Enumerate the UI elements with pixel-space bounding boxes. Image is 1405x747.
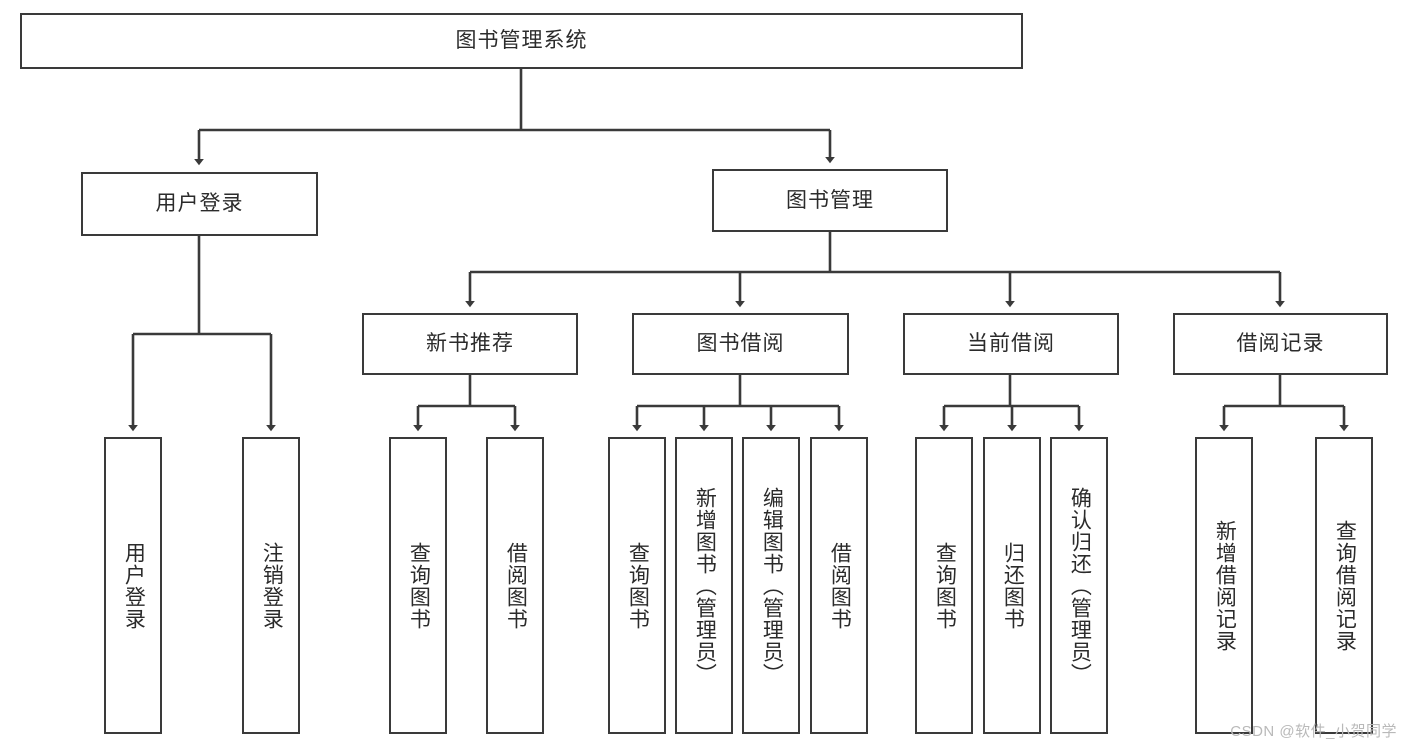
node-label: 查询图书 xyxy=(933,541,957,630)
leaf-user-login-login[interactable]: 用户登录 xyxy=(104,437,162,734)
node-label: 归还图书 xyxy=(1001,541,1025,630)
node-borrow-record[interactable]: 借阅记录 xyxy=(1173,313,1388,375)
leaf-book-borrow-add-book-admin[interactable]: 新增图书（管理员） xyxy=(675,437,733,734)
node-label: 借阅图书 xyxy=(504,541,528,630)
leaf-borrow-record-add-record[interactable]: 新增借阅记录 xyxy=(1195,437,1253,734)
leaf-book-borrow-borrow-book[interactable]: 借阅图书 xyxy=(810,437,868,734)
node-label: 新增图书（管理员） xyxy=(693,486,717,685)
node-label: 注销登录 xyxy=(260,541,284,630)
leaf-current-borrow-confirm-return-admin[interactable]: 确认归还（管理员） xyxy=(1050,437,1108,734)
node-label: 当前借阅 xyxy=(967,332,1055,356)
node-label: 确认归还（管理员） xyxy=(1068,486,1092,685)
leaf-user-login-logout[interactable]: 注销登录 xyxy=(242,437,300,734)
csdn-watermark: CSDN @软件_小贺同学 xyxy=(1230,723,1397,740)
leaf-new-book-query-book[interactable]: 查询图书 xyxy=(389,437,447,734)
node-label: 用户登录 xyxy=(122,541,146,630)
node-label: 查询借阅记录 xyxy=(1333,519,1357,652)
node-current-borrow[interactable]: 当前借阅 xyxy=(903,313,1119,375)
leaf-current-borrow-return-book[interactable]: 归还图书 xyxy=(983,437,1041,734)
leaf-new-book-borrow-book[interactable]: 借阅图书 xyxy=(486,437,544,734)
node-new-book-recommend[interactable]: 新书推荐 xyxy=(362,313,578,375)
leaf-current-borrow-query-book[interactable]: 查询图书 xyxy=(915,437,973,734)
node-label: 图书管理系统 xyxy=(455,29,588,53)
node-label: 编辑图书（管理员） xyxy=(760,486,784,685)
node-book-management[interactable]: 图书管理 xyxy=(712,169,948,232)
leaf-borrow-record-query-record[interactable]: 查询借阅记录 xyxy=(1315,437,1373,734)
node-label: 图书借阅 xyxy=(696,332,785,356)
node-label: 借阅记录 xyxy=(1236,332,1325,356)
node-label: 借阅图书 xyxy=(828,541,852,630)
node-label: 查询图书 xyxy=(626,541,650,630)
node-label: 新增借阅记录 xyxy=(1213,519,1237,652)
node-label: 用户登录 xyxy=(155,192,244,216)
node-label: 查询图书 xyxy=(407,541,431,630)
node-user-login[interactable]: 用户登录 xyxy=(81,172,318,236)
node-root-book-management-system[interactable]: 图书管理系统 xyxy=(20,13,1023,69)
node-label: 图书管理 xyxy=(786,188,874,212)
node-book-borrow[interactable]: 图书借阅 xyxy=(632,313,849,375)
leaf-book-borrow-query-book[interactable]: 查询图书 xyxy=(608,437,666,734)
leaf-book-borrow-edit-book-admin[interactable]: 编辑图书（管理员） xyxy=(742,437,800,734)
node-label: 新书推荐 xyxy=(426,332,514,356)
